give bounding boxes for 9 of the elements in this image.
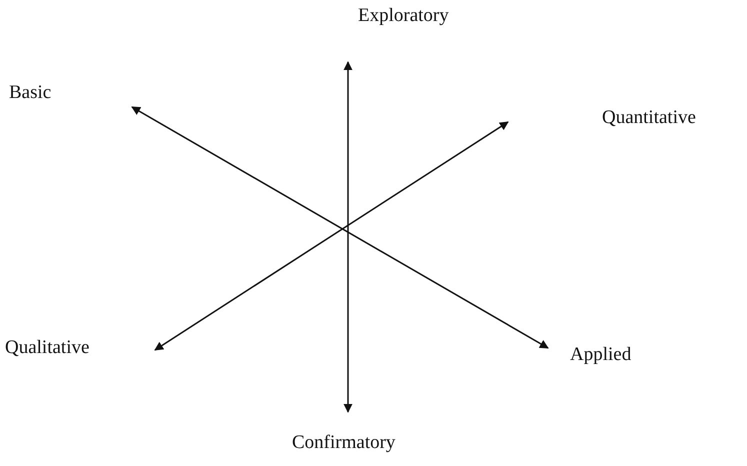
double-headed-arrow [131, 106, 549, 349]
axis-end-label: Exploratory [355, 3, 452, 29]
axis-end-label: Applied [567, 342, 634, 368]
double-headed-arrow [344, 61, 352, 413]
axis-end-label: Confirmatory [289, 430, 398, 456]
axis-end-label: Basic [6, 80, 124, 110]
axis-end-label: Qualitative [2, 335, 92, 361]
axis-end-label: Quantitative [599, 105, 699, 131]
double-headed-arrow [154, 121, 509, 351]
